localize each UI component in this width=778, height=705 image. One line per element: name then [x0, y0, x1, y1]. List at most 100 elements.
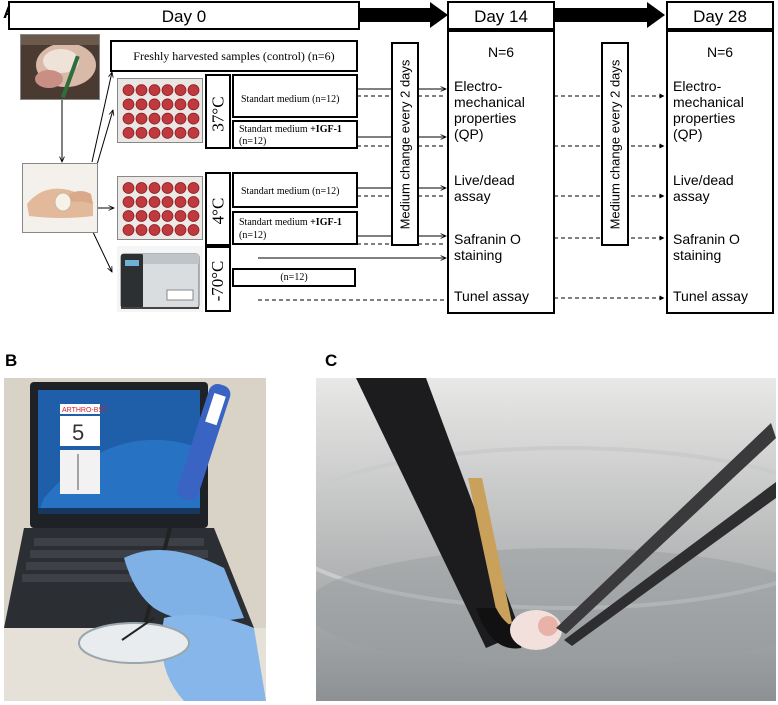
- day-0-label: Day 0: [161, 7, 207, 26]
- plate-well: [174, 224, 187, 236]
- plate-well: [135, 224, 148, 236]
- temp-37c-box: 37°C: [205, 74, 231, 149]
- timeline-arrow-0-14: [358, 2, 448, 28]
- temp-minus70c-label: -70°C: [208, 260, 227, 302]
- condition-label: Standart medium: [241, 94, 310, 105]
- condition-4c-igf1: Standart medium +IGF-1 (n=12): [232, 211, 358, 245]
- plate-well: [122, 210, 135, 222]
- plate-well: [187, 112, 200, 125]
- timeline-arrow-14-28: [553, 2, 665, 28]
- knee-joint-photo: [20, 34, 100, 100]
- assay-text-line: staining: [454, 247, 503, 263]
- assay-text-line: Live/dead: [673, 172, 734, 188]
- plate-well: [148, 224, 161, 236]
- assay-tunel: Tunel assay: [673, 288, 748, 304]
- plate-well: [148, 196, 161, 208]
- culture-plate-37c-wells: [122, 84, 200, 139]
- plate-well: [161, 98, 174, 111]
- plate-well: [161, 210, 174, 222]
- condition-n: (n=12): [280, 272, 308, 283]
- plate-well: [122, 84, 135, 96]
- day-14-box: Day 14: [447, 1, 555, 30]
- medium-change-label-1: Medium change every 2 days: [397, 59, 413, 230]
- plate-well: [135, 112, 148, 125]
- plate-well: [187, 98, 200, 111]
- condition-37c-igf1: Standart medium +IGF-1 (n=12): [232, 120, 358, 149]
- plate-well: [122, 224, 135, 236]
- day-28-label: Day 28: [693, 7, 747, 26]
- screen-value-text: 5: [72, 420, 84, 445]
- temp-4c-label: 4°C: [208, 197, 228, 225]
- panel-b-illustration: ARTHRO-BST 5: [4, 378, 266, 701]
- assay-text-line: properties: [673, 110, 736, 126]
- panel-label-c: C: [325, 351, 338, 370]
- plate-well: [148, 127, 161, 139]
- assay-text-line: assay: [454, 188, 491, 204]
- assay-text-line: Safranin O: [673, 231, 740, 247]
- plate-well: [148, 98, 161, 111]
- condition-label: Standart medium: [239, 217, 308, 228]
- plate-well: [135, 127, 148, 139]
- plate-well: [187, 182, 200, 194]
- plate-well: [161, 112, 174, 125]
- knee-joint-illustration: [21, 35, 99, 99]
- condition-n: (n=12): [239, 230, 267, 241]
- assay-text-line: Live/dead: [454, 172, 515, 188]
- assay-text-line: (QP): [454, 126, 484, 142]
- plate-well: [187, 196, 200, 208]
- assay-electromechanical: Electro- mechanical properties (QP): [673, 78, 744, 142]
- medium-change-label-2: Medium change every 2 days: [607, 59, 623, 230]
- condition-n: (n=12): [312, 94, 340, 105]
- plate-well: [122, 196, 135, 208]
- screen-brand-text: ARTHRO-BST: [62, 407, 108, 414]
- plate-well: [174, 84, 187, 96]
- plate-well: [148, 112, 161, 125]
- assays-day-14-box: N=6 Electro- mechanical properties (QP) …: [447, 30, 555, 314]
- assay-electromechanical: Electro- mechanical properties (QP): [454, 78, 525, 142]
- temp-37c-label: 37°C: [208, 96, 228, 132]
- plate-well: [161, 224, 174, 236]
- assay-text-line: mechanical: [673, 94, 744, 110]
- plate-well: [122, 182, 135, 194]
- assay-tunel: Tunel assay: [454, 288, 529, 304]
- condition-frozen: (n=12): [232, 268, 356, 287]
- medium-change-box-2: Medium change every 2 days: [601, 42, 629, 246]
- plate-well: [174, 127, 187, 139]
- sample-count: N=6: [487, 44, 515, 60]
- plate-well: [148, 182, 161, 194]
- assay-text-line: mechanical: [454, 94, 525, 110]
- assay-text-line: Electro-: [673, 78, 722, 94]
- panel-label-b: B: [5, 351, 18, 370]
- day-14-label: Day 14: [474, 7, 528, 26]
- plate-well: [135, 196, 148, 208]
- assay-live-dead: Live/dead assay: [454, 172, 515, 204]
- medium-change-box-1: Medium change every 2 days: [391, 42, 419, 246]
- culture-plate-37c-photo: [117, 78, 203, 143]
- plate-well: [148, 84, 161, 96]
- day-28-box: Day 28: [666, 1, 774, 30]
- freezer-illustration: [120, 253, 200, 309]
- control-samples-label: Freshly harvested samples (control) (n=6…: [133, 48, 335, 63]
- condition-37c-standard: Standart medium (n=12): [232, 74, 358, 118]
- plate-well: [148, 210, 161, 222]
- plate-well: [187, 127, 200, 139]
- plate-well: [161, 127, 174, 139]
- assay-text-line: Safranin O: [454, 231, 521, 247]
- plate-well: [161, 182, 174, 194]
- assay-live-dead: Live/dead assay: [673, 172, 734, 204]
- assay-text-line: (QP): [673, 126, 703, 142]
- day-0-box: Day 0: [8, 1, 360, 30]
- assay-text-line: properties: [454, 110, 517, 126]
- plate-well: [122, 127, 135, 139]
- plate-well: [161, 84, 174, 96]
- plate-well: [122, 112, 135, 125]
- plate-well: [135, 182, 148, 194]
- plate-well: [174, 182, 187, 194]
- plate-well: [122, 98, 135, 111]
- cartilage-sample-photo: [22, 163, 98, 233]
- culture-plate-4c-wells: [122, 182, 200, 236]
- sample-count: N=6: [706, 44, 734, 60]
- assay-safranin-o: Safranin O staining: [673, 231, 740, 263]
- plate-well: [135, 210, 148, 222]
- assay-text-line: staining: [673, 247, 722, 263]
